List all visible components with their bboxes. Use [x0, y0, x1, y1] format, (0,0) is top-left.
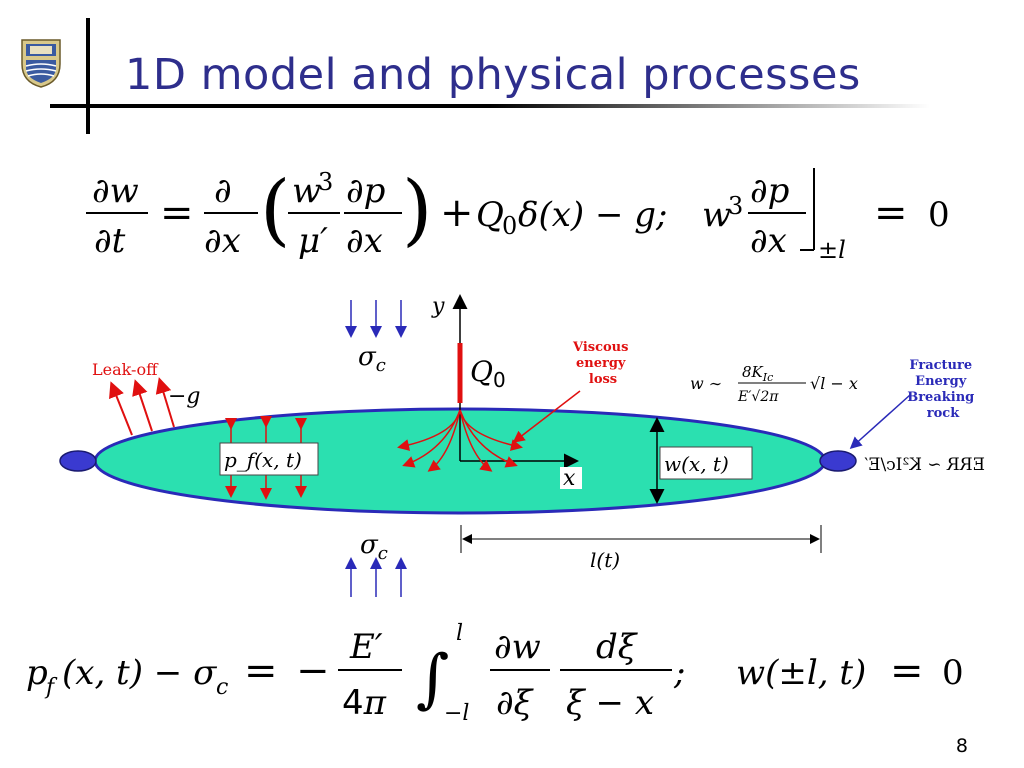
fracture-diagram: σc σc y x Q0 Viscous energy loss Leak-of…: [59, 294, 985, 597]
q0-label: Q0: [470, 355, 506, 392]
sigma-top-label: σc: [358, 342, 386, 376]
svg-text:E′: E′: [349, 627, 383, 667]
svg-text:=: =: [890, 648, 924, 694]
svg-text:w ∼: w ∼: [690, 374, 722, 393]
svg-text:l: l: [456, 621, 463, 646]
minus-g-label: −g: [168, 384, 201, 409]
viscous-energy-label: Viscous energy loss: [572, 340, 633, 387]
elasticity-equation: p f (x, t) − σ c = − E′ 4π ∫ l −l ∂w ∂ξ …: [26, 621, 964, 726]
svg-text:=: =: [874, 190, 908, 236]
svg-text:p: p: [26, 653, 48, 693]
svg-text:∂x: ∂x: [346, 221, 383, 261]
svg-text:∂: ∂: [214, 171, 232, 211]
pressure-label: p_f(x, t): [224, 448, 302, 472]
left-tip: [59, 450, 97, 472]
svg-text:ERR ∼ K²Ic/E′: ERR ∼ K²Ic/E′: [864, 455, 985, 475]
length-label: l(t): [590, 548, 620, 572]
svg-text:dξ: dξ: [596, 627, 639, 667]
svg-text:μ′: μ′: [298, 221, 328, 261]
svg-text:0: 0: [942, 653, 964, 693]
governing-equation: ∂w ∂t = ∂ ∂x ( w 3 μ′ ∂p ∂x ) + Q 0 δ(x)…: [86, 165, 950, 264]
svg-text:4π: 4π: [342, 683, 387, 723]
svg-text:∂t: ∂t: [94, 221, 126, 261]
slide-title: 1D model and physical processes: [125, 50, 861, 100]
svg-text:−l: −l: [444, 701, 469, 726]
svg-text:∂ξ: ∂ξ: [496, 683, 535, 723]
svg-text:Q: Q: [476, 195, 504, 235]
y-axis-label: y: [431, 294, 445, 319]
svg-text:∂w: ∂w: [92, 171, 139, 211]
svg-text:∂x: ∂x: [204, 221, 241, 261]
svg-text:−: −: [296, 648, 330, 694]
svg-text:∂p: ∂p: [750, 171, 789, 211]
svg-text:w(±l, t): w(±l, t): [736, 653, 866, 693]
page-number: 8: [955, 735, 968, 757]
svg-text:∂w: ∂w: [494, 627, 541, 667]
svg-text:(x, t) − σ: (x, t) − σ: [62, 653, 217, 693]
svg-text:δ(x) − g;: δ(x) − g;: [518, 195, 668, 235]
university-crest-logo: [21, 39, 61, 88]
svg-text:ξ − x: ξ − x: [566, 683, 654, 723]
svg-text:E′√2π: E′√2π: [737, 389, 779, 405]
svg-text:f: f: [44, 675, 58, 700]
width-label: w(x, t): [664, 452, 729, 476]
svg-text:√l − x: √l − x: [810, 374, 858, 393]
tip-asymptote: w ∼ 8KIc E′√2π √l − x: [690, 363, 858, 405]
svg-text:c: c: [216, 675, 228, 700]
svg-text:+: +: [440, 190, 474, 236]
svg-text:3: 3: [728, 192, 743, 220]
svg-text:(: (: [260, 165, 290, 255]
svg-text:0: 0: [928, 195, 950, 235]
err-mirrored-label: ERR ∼ K²Ic/E′: [864, 455, 985, 475]
svg-text:±l: ±l: [818, 236, 846, 264]
sigma-bottom-label: σc: [360, 530, 388, 564]
svg-text:3: 3: [318, 168, 333, 196]
right-tip: [819, 450, 857, 472]
title-vertical-rule: [86, 18, 90, 134]
svg-text:0: 0: [502, 212, 517, 240]
leak-off-label: Leak-off: [92, 360, 159, 379]
svg-text:∂p: ∂p: [346, 171, 385, 211]
svg-text:w: w: [702, 195, 731, 235]
x-axis-label: x: [563, 466, 576, 491]
svg-text:∫: ∫: [416, 642, 449, 716]
svg-text:=: =: [244, 648, 278, 694]
fracture-energy-label: Fracture Energy Breaking rock: [907, 358, 979, 421]
svg-text:): ): [402, 165, 432, 255]
svg-text:8KIc: 8KIc: [742, 363, 773, 384]
svg-text:∂x: ∂x: [750, 221, 787, 261]
svg-text:;: ;: [673, 653, 685, 693]
svg-text:w: w: [292, 171, 321, 211]
svg-text:=: =: [160, 190, 194, 236]
title-horizontal-rule: [50, 104, 930, 108]
